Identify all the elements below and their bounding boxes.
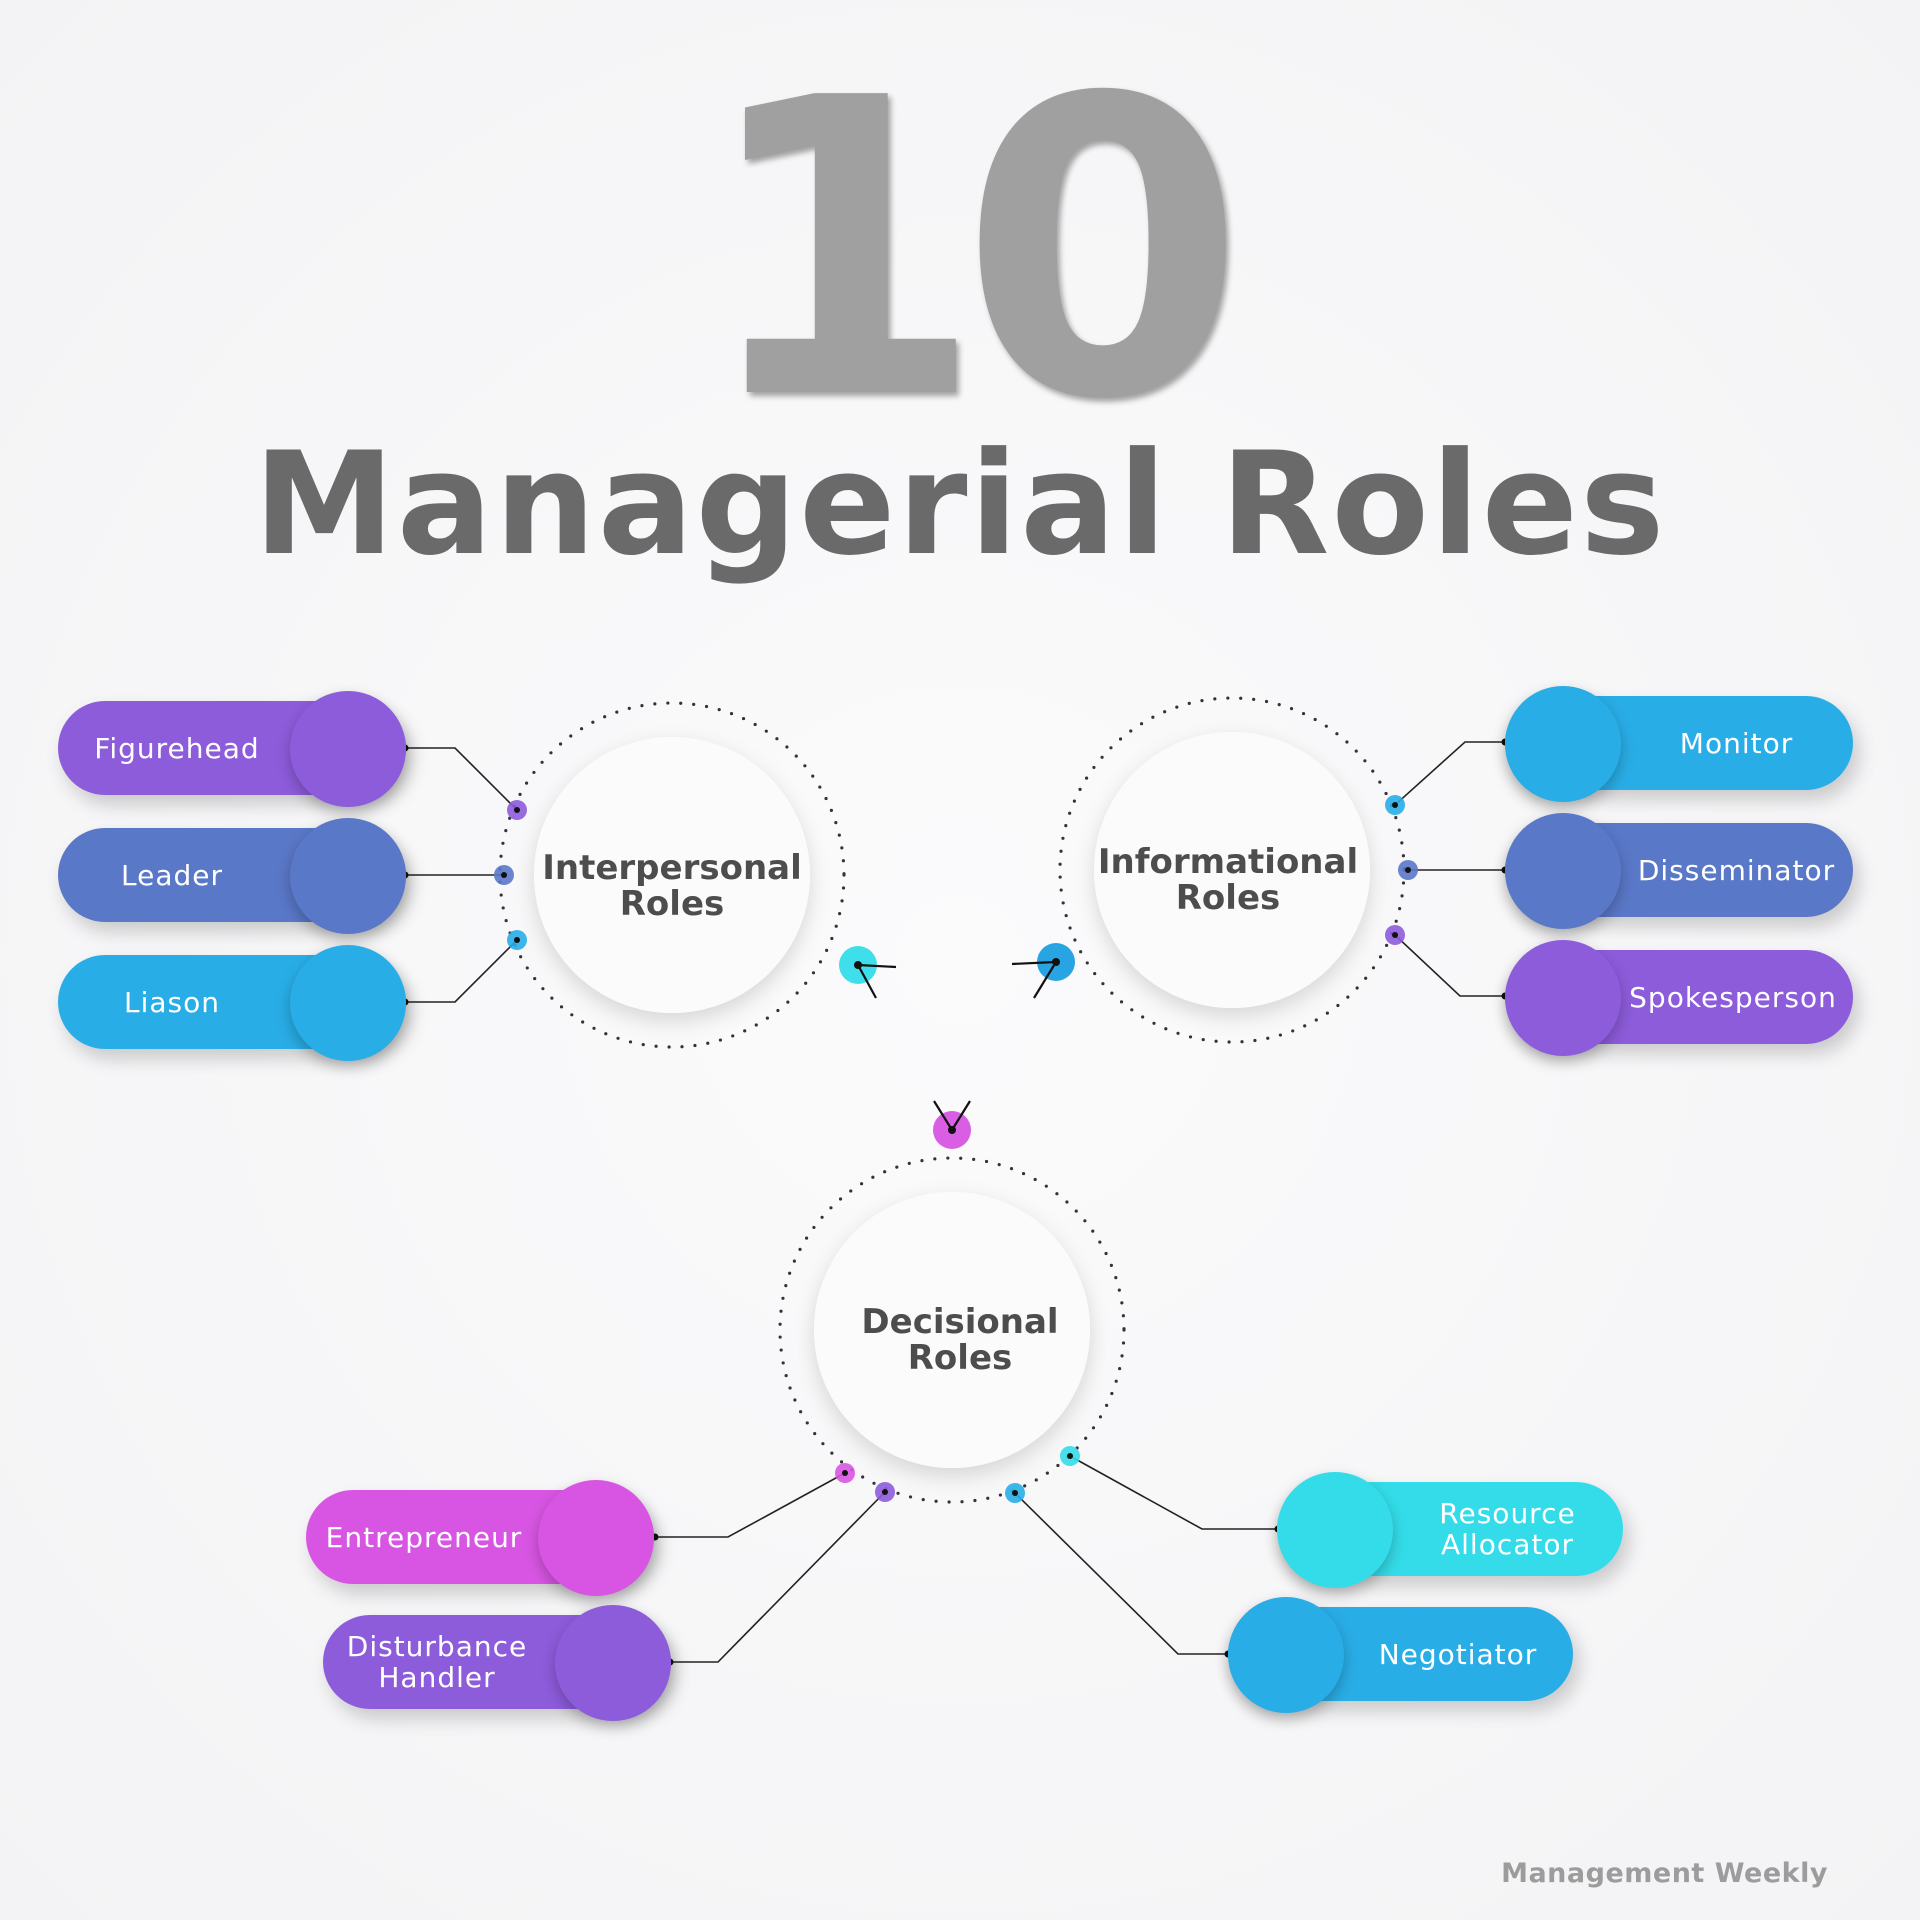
role-pill-monitor: Monitor [1505,686,1853,802]
pill-cap [290,691,406,807]
ring-dot-spokesperson [1385,925,1405,945]
ring-dot-figurehead [507,800,527,820]
big-number-ten: 10 [698,11,1246,489]
informational-hub-circle [1094,732,1370,1008]
hub-link-node-informational [1011,943,1075,999]
hub-link-node-decisional [933,1100,971,1149]
role-label-liason: Liason [123,985,220,1019]
decisional-dotted-ring [778,1156,1126,1504]
pill-cap [1228,1597,1344,1713]
role-label-leader: Leader [120,858,223,892]
role-pill-resource-allocator: Resource Allocator [1277,1472,1623,1588]
role-pill-figurehead: Figurehead [58,691,406,807]
role-pill-spokesperson: Spokesperson [1505,940,1853,1056]
ring-dot-liason [507,930,527,950]
interpersonal-hub-circle [534,737,810,1013]
ring-dot-monitor [1385,795,1405,815]
pill-cap [1277,1472,1393,1588]
role-pill-negotiator: Negotiator [1228,1597,1573,1713]
ring-dot-negotiator [1005,1483,1025,1503]
connector-spokesperson [1394,934,1505,997]
ring-dot-entrepreneur [835,1463,855,1483]
pill-cap [1505,686,1621,802]
connector-disturbance-handler [670,1491,886,1663]
role-label-resource-allocator: Resource Allocator [1439,1497,1576,1561]
decisional-roles-label: Decisional Roles [861,1302,1059,1378]
ring-dot-disturbance-handler [875,1482,895,1502]
pill-cap [290,945,406,1061]
role-label-entrepreneur: Entrepreneur [325,1520,523,1554]
pill-cap [290,818,406,934]
role-pill-disseminator: Disseminator [1505,813,1853,929]
decisional-hub-circle [814,1192,1090,1468]
role-pill-disturbance-handler: Disturbance Handler [323,1605,671,1721]
interpersonal-dotted-ring [498,701,846,1049]
role-label-negotiator: Negotiator [1378,1637,1538,1671]
connector-resource-allocator [1069,1455,1278,1530]
role-pill-liason: Liason [58,945,406,1061]
role-label-monitor: Monitor [1679,726,1794,760]
pill-cap [555,1605,671,1721]
role-label-disseminator: Disseminator [1637,853,1836,887]
connector-monitor [1394,741,1505,806]
pill-cap [1505,813,1621,929]
pill-cap [1505,940,1621,1056]
main-title: Managerial Roles [253,422,1667,587]
decisional-hub [778,1156,1126,1504]
informational-roles-label: Informational Roles [1097,842,1359,918]
role-pill-entrepreneur: Entrepreneur [306,1480,654,1596]
ring-dot-resource-allocator [1060,1446,1080,1466]
footer-brand: Management Weekly [1501,1858,1828,1889]
connector-negotiator [1014,1492,1228,1655]
connector-figurehead [405,747,518,811]
connector-liason [405,939,518,1003]
connector-entrepreneur [655,1472,846,1538]
hub-link-node-interpersonal [839,946,897,999]
pill-cap [538,1480,654,1596]
role-label-spokesperson: Spokesperson [1629,980,1837,1014]
role-label-figurehead: Figurehead [94,731,260,765]
interpersonal-roles-label: Interpersonal Roles [542,848,802,924]
ring-dot-disseminator [1398,860,1418,880]
role-label-disturbance-handler: Disturbance Handler [346,1630,528,1694]
ring-dot-leader [494,865,514,885]
interpersonal-hub [498,701,846,1049]
role-pill-leader: Leader [58,818,406,934]
